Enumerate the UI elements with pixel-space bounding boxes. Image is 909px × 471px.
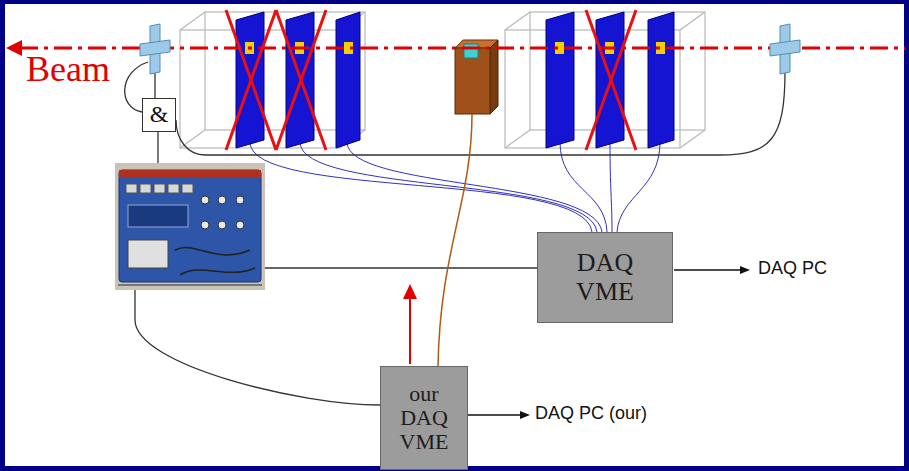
removed-mark [276,10,326,150]
trigger-counter [140,40,170,56]
removed-mark [586,10,636,150]
removed-mark [226,10,276,150]
node-text: DAQ VME [553,249,657,305]
electronics-photo [201,196,244,229]
pc-label: DAQ PC (our) [535,404,647,424]
detector-plate [546,12,574,148]
trigger-counter [770,40,800,56]
electronics-photo [236,196,244,204]
electronics-photo [175,248,255,275]
electronics-photo [115,163,265,290]
red-arrow [403,284,417,299]
electronics-photo [118,284,262,286]
pc-label: DAQ PC [758,259,827,279]
output-arrow [468,414,522,415]
beam-line [6,40,22,56]
electronics-photo [218,221,226,229]
red-arrow [409,296,411,364]
trigger-wires [135,290,380,405]
detector-enclosure [505,12,705,148]
output-arrow [520,411,530,419]
electronics-photo [119,170,261,282]
detector-enclosure [180,12,365,148]
node-text: our DAQ VME [389,382,459,453]
electronics-photo [218,196,226,204]
red-arrow [403,284,417,364]
removed-mark [586,10,636,150]
test-detector [490,40,498,114]
test-detector [464,44,478,58]
electronics-photo [128,205,188,227]
detector-plate [336,12,360,148]
output-arrow [740,266,750,274]
node-text: & [150,102,169,128]
daq-crate-box: DAQ VME [537,232,673,323]
removed-mark [226,10,636,150]
electronics-photo [126,184,137,193]
test-signal-line [438,114,472,366]
electronics-photo [236,221,244,229]
trigger-wires [154,72,155,98]
electronics-photo [168,184,179,193]
electronics-photo [140,184,151,193]
electronics-photo [126,184,193,193]
test-detector [455,40,498,114]
trigger-counter [140,24,800,74]
beam-label: Beam [26,50,110,90]
output-arrow [674,269,742,270]
trigger-wires [157,128,158,163]
electronics-photo [119,170,261,178]
electronics-photo [115,163,265,290]
trigger-wires [265,267,537,268]
removed-mark [276,10,326,150]
detector-plate [648,12,674,148]
detector-enclosure [180,12,705,148]
daq-crate-box: our DAQ VME [380,366,468,470]
electronics-photo [182,184,193,193]
removed-mark [226,10,276,150]
and-gate-box: & [142,98,176,132]
electronics-photo [201,221,209,229]
electronics-photo [154,184,165,193]
electronics-photo [201,196,209,204]
electronics-photo [128,240,168,268]
beam-line [6,40,905,56]
